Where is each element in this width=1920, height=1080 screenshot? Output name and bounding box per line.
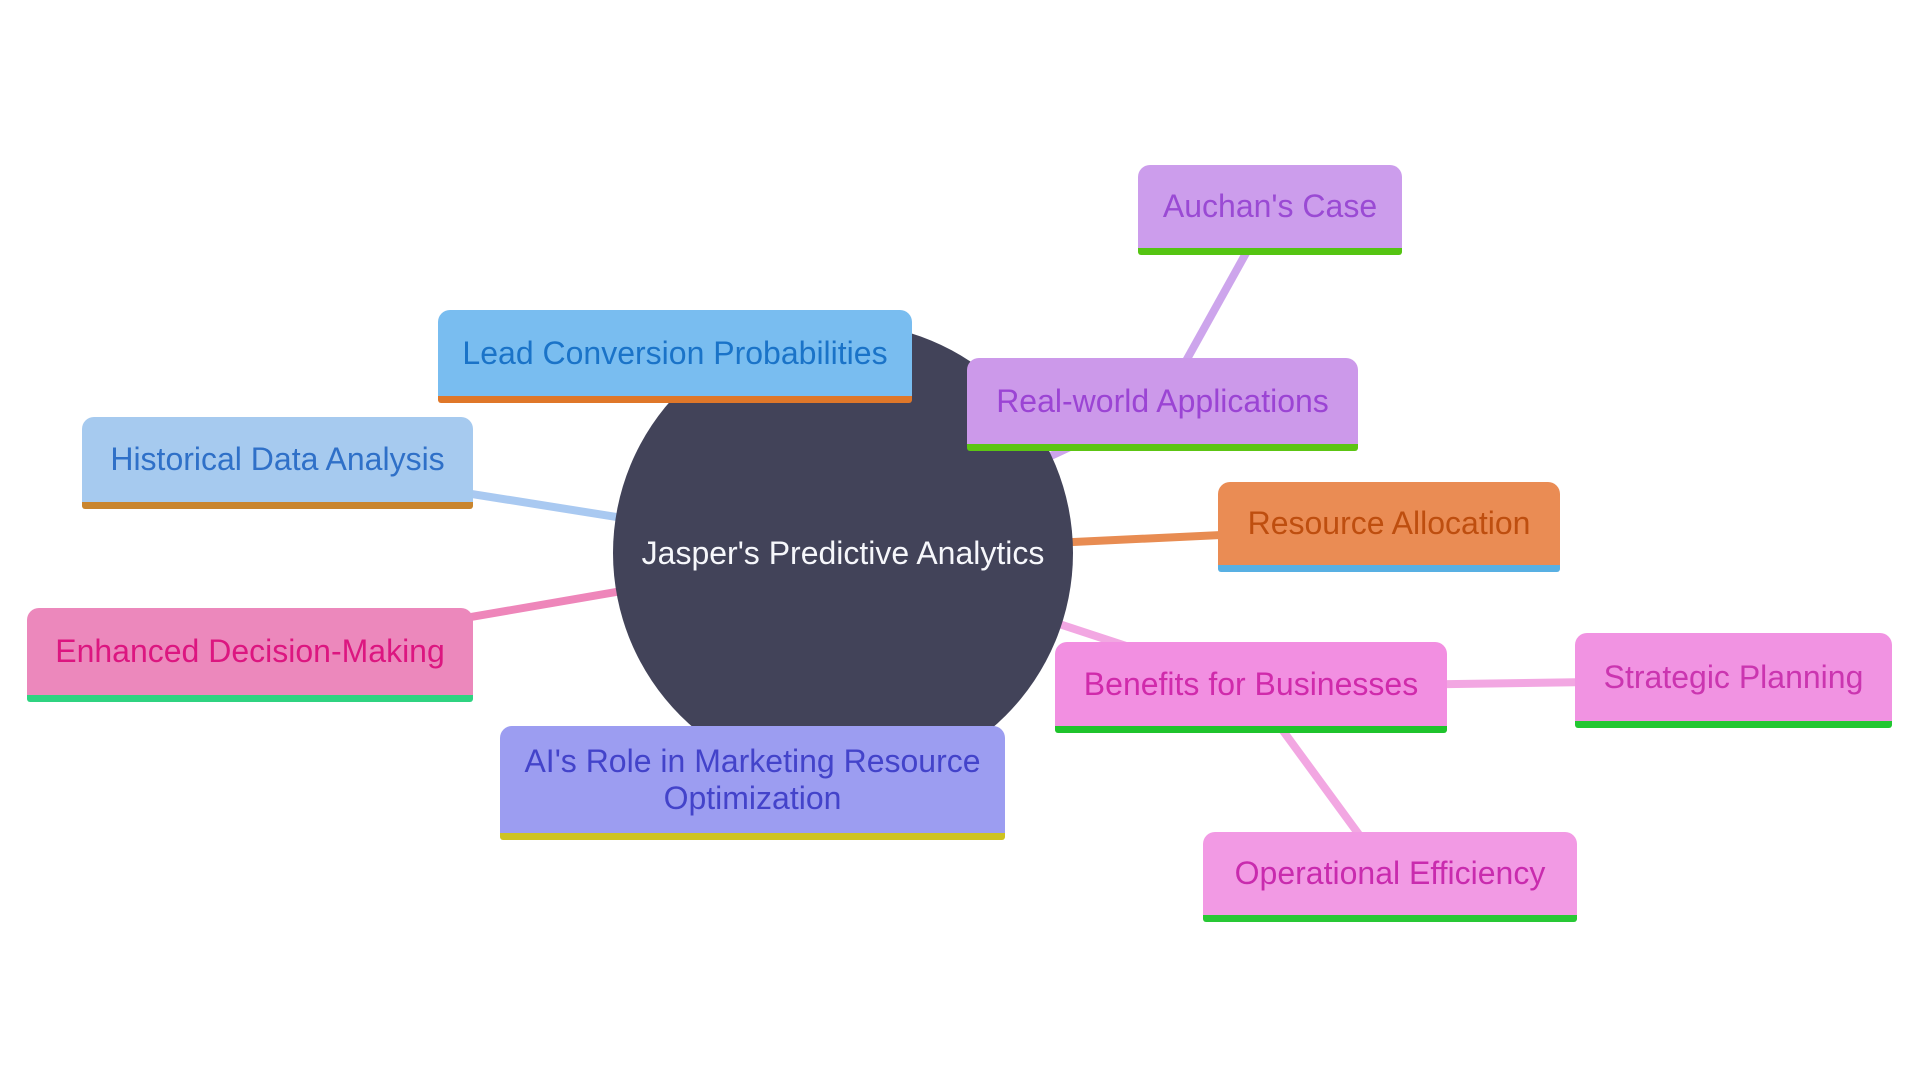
node-label: Resource Allocation xyxy=(1247,505,1531,542)
node-ai-role-marketing-resource-optimization: AI's Role in Marketing Resource Optimiza… xyxy=(500,726,1005,840)
node-enhanced-decision-making: Enhanced Decision-Making xyxy=(27,608,473,702)
node-label: Benefits for Businesses xyxy=(1083,665,1419,702)
node-label: Operational Efficiency xyxy=(1234,855,1546,892)
node-resource-allocation: Resource Allocation xyxy=(1218,482,1560,572)
node-operational-efficiency: Operational Efficiency xyxy=(1203,832,1577,922)
node-auchans-case: Auchan's Case xyxy=(1138,165,1402,255)
node-label: AI's Role in Marketing Resource Optimiza… xyxy=(524,742,981,816)
node-strategic-planning: Strategic Planning xyxy=(1575,633,1892,728)
node-lead-conversion-probabilities: Lead Conversion Probabilities xyxy=(438,310,912,403)
node-historical-data-analysis: Historical Data Analysis xyxy=(82,417,473,509)
node-label: Enhanced Decision-Making xyxy=(55,633,445,670)
node-benefits-for-businesses: Benefits for Businesses xyxy=(1055,642,1447,733)
node-label: Strategic Planning xyxy=(1603,658,1864,695)
node-label: Historical Data Analysis xyxy=(110,441,445,478)
root-node-label: Jasper's Predictive Analytics xyxy=(641,534,1045,571)
node-label: Auchan's Case xyxy=(1162,188,1378,225)
node-real-world-applications: Real-world Applications xyxy=(967,358,1358,451)
node-label: Real-world Applications xyxy=(996,382,1329,419)
node-label: Lead Conversion Probabilities xyxy=(462,334,888,371)
